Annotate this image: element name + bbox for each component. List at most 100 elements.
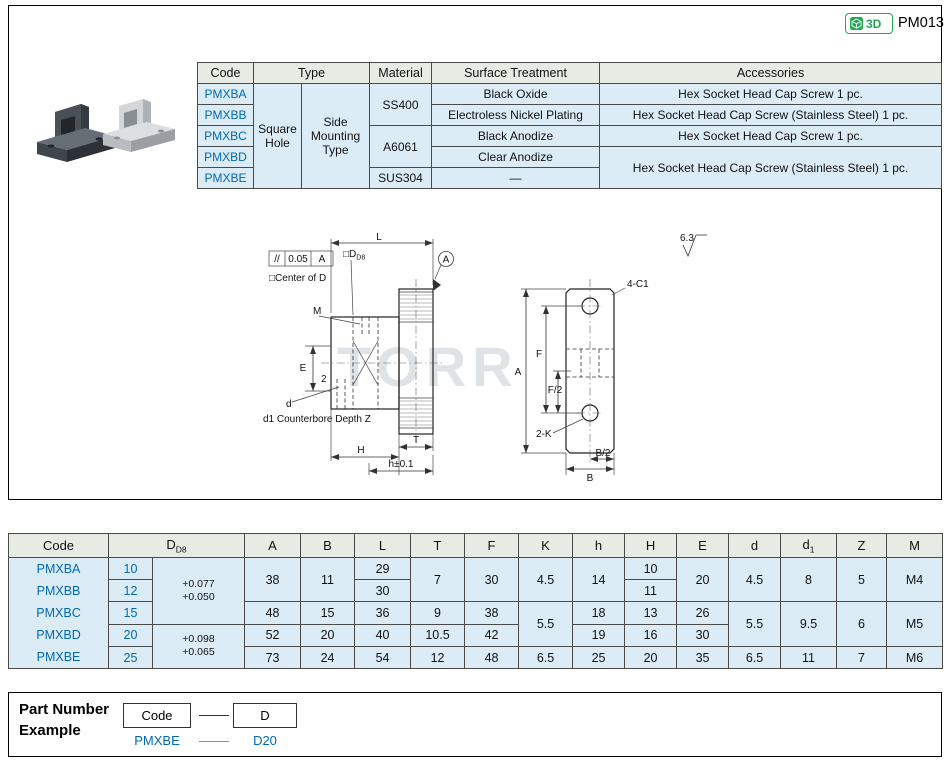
cell-a: 38 (244, 557, 302, 602)
cell-z: 6 (836, 601, 888, 647)
dim-header-l: L (354, 533, 412, 558)
spec-header-type: Type (252, 62, 371, 84)
spec-code-pmxbb[interactable]: PMXBB (197, 104, 254, 126)
cell-f: 48 (464, 646, 520, 669)
dim-header-k: K (518, 533, 574, 558)
dim-row-10: PMXBA PMXBB PMXBC PMXBD PMXBE 10 +0.077 … (8, 557, 944, 669)
watermark: TORR (337, 335, 519, 398)
cell-l: 30 (354, 579, 412, 602)
spec-surface-3: Clear Anodize (431, 146, 601, 168)
cell-a: 52 (244, 623, 302, 647)
label-M: M (313, 306, 321, 317)
spec-type-mount: Side Mounting Type (300, 83, 371, 189)
dim-T: T (398, 434, 434, 451)
spec-code-pmxbc[interactable]: PMXBC (197, 125, 254, 147)
spec-row: PMXBD Clear Anodize Hex Socket Head Cap … (197, 146, 943, 189)
label-roughness: 6.3 (680, 233, 694, 244)
spec-surface-4: — (431, 167, 601, 189)
cell-t: 9 (410, 601, 466, 625)
label-d-sub: D8 (356, 255, 365, 262)
cell-z: 5 (836, 557, 888, 602)
label-T: T (413, 435, 419, 446)
dim-header-row: Code DD8 A B L T F K h H E d d1 Z M (8, 533, 944, 558)
dim-row-20: 20 +0.098 +0.065 52 20 40 10.5 42 19 16 … (9, 623, 943, 669)
cell-b: 24 (300, 646, 356, 669)
spec-surface-1: Electroless Nickel Plating (431, 104, 601, 126)
cell-l: 36 (354, 601, 412, 625)
dim-square-hole-callout: □DD8 (343, 249, 365, 316)
spec-table: Code Type Material Surface Treatment Acc… (197, 62, 943, 189)
example-code-value: PMXBE (134, 733, 180, 748)
cell-e: 26 (676, 601, 730, 625)
spec-material-sus304: SUS304 (369, 167, 433, 189)
label-H: H (357, 445, 364, 456)
product-block-dark (37, 104, 115, 162)
code-box: Code (123, 703, 191, 728)
dim-code-pmxba[interactable]: PMXBA (36, 562, 81, 576)
label-L: L (376, 232, 382, 243)
side-view (565, 279, 615, 465)
dim-holes: 2-K (536, 418, 584, 440)
spec-accessories-1: Hex Socket Head Cap Screw (Stainless Ste… (599, 104, 943, 126)
dim-E: E 2 (300, 345, 331, 392)
cell-d: 5.5 (728, 601, 782, 647)
label-datum-a: A (443, 255, 450, 266)
cell-h-small: 19 (572, 623, 626, 647)
dim-A: A (515, 288, 566, 454)
code-d-separator (199, 715, 229, 716)
label-center-of-d: □Center of D (269, 273, 326, 284)
cell-l: 40 (354, 623, 412, 647)
dim-F: F (536, 305, 581, 414)
cell-m: M5 (886, 601, 944, 647)
dim-header-f: F (464, 533, 520, 558)
dim-size-25: 25 (108, 646, 153, 669)
spec-code-pmxbe[interactable]: PMXBE (197, 167, 254, 189)
label-B2: B/2 (595, 448, 610, 459)
spec-header-material: Material (369, 62, 433, 84)
part-number-example-title: Part Number Example (19, 701, 110, 739)
3d-badge[interactable]: 3D (845, 13, 893, 34)
dim-F2: F/2 (548, 370, 571, 413)
dim-size-10: 10 (108, 557, 153, 580)
dim-code-pmxbd[interactable]: PMXBD (36, 628, 81, 642)
datum-a: A (433, 251, 454, 291)
dim-row-25: 25 73 24 54 12 48 6.5 25 20 35 6.5 11 7 … (9, 646, 944, 669)
spec-code-pmxbd[interactable]: PMXBD (197, 146, 254, 168)
dim-header-h-small: h (572, 533, 626, 558)
dimension-table: Code DD8 A B L T F K h H E d d1 Z M PMXB… (8, 533, 944, 669)
dim-code-pmxbc[interactable]: PMXBC (36, 606, 81, 620)
label-counterbore: d1 Counterbore Depth Z (263, 414, 371, 425)
label-F: F (536, 349, 542, 360)
cell-z: 7 (836, 646, 888, 669)
cell-h-big: 16 (624, 623, 678, 647)
cell-b: 20 (300, 623, 356, 647)
product-image (37, 99, 175, 162)
spec-material-a6061: A6061 (369, 125, 433, 168)
cell-h-big: 13 (624, 601, 678, 625)
dim-header-d: DD8 (107, 533, 246, 558)
cell-d1: 11 (780, 646, 838, 669)
dim-chamfer: 4-C1 (611, 279, 649, 296)
dim-code-pmxbb[interactable]: PMXBB (36, 584, 81, 598)
dim-row-15: 15 48 15 36 9 38 5.5 18 13 26 5.5 9.5 6 … (9, 601, 944, 647)
dim-header-b: B (300, 533, 356, 558)
spec-code-pmxba[interactable]: PMXBA (197, 83, 254, 105)
spec-header-surface: Surface Treatment (431, 62, 601, 84)
page-code: PM013 (898, 15, 944, 31)
label-parallel-datum: A (319, 254, 326, 265)
part-number-example-section: Part Number Example Code D PMXBE D20 (8, 692, 942, 757)
top-section: 3D PM013 (8, 5, 944, 500)
dim-header-e: E (676, 533, 730, 558)
spec-header-code: Code (197, 62, 254, 84)
front-view (321, 279, 443, 444)
dim-code-pmxbe[interactable]: PMXBE (36, 650, 81, 664)
cell-h-small: 25 (572, 646, 626, 669)
3d-cube-icon (850, 17, 863, 30)
cell-b: 15 (300, 601, 356, 625)
cell-d1: 9.5 (780, 601, 838, 647)
technical-drawing: L □DD8 // 0.05 A □Center of D M (263, 232, 707, 484)
dim-codes-cell: PMXBA PMXBB PMXBC PMXBD PMXBE (8, 557, 109, 669)
cell-f: 38 (464, 601, 520, 625)
dim-header-m: M (886, 533, 944, 558)
dim-header-h-big: H (624, 533, 678, 558)
